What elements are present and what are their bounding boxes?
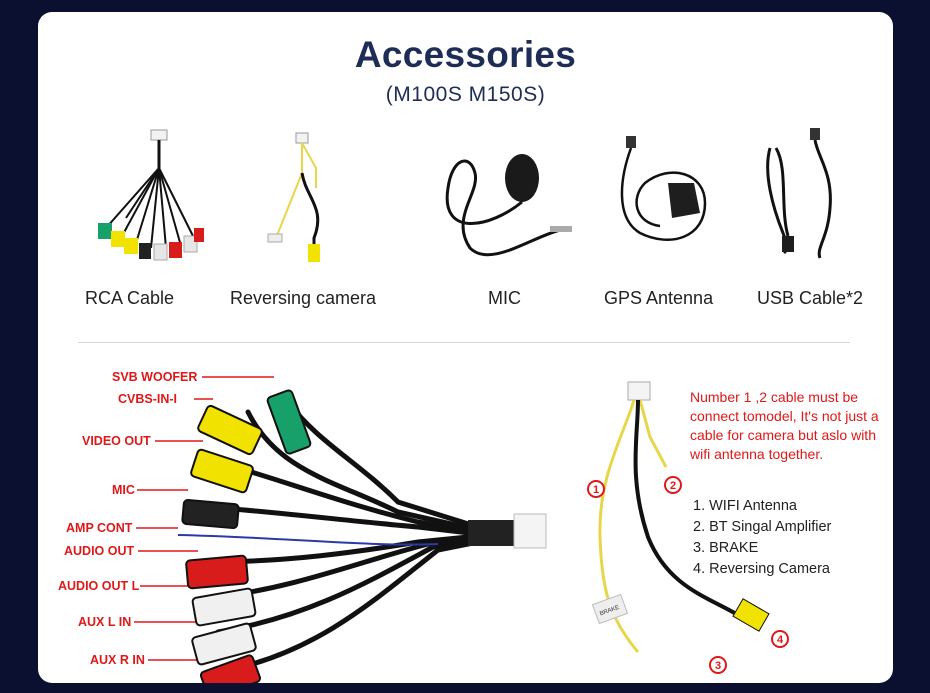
list-item: 2. BT Singal Amplifier xyxy=(693,519,832,535)
microphone-icon xyxy=(445,154,572,257)
rca-cable-icon xyxy=(98,129,204,261)
harness-label-aux-l-in: AUX L IN xyxy=(78,615,132,629)
harness-label-amp-cont: AMP CONT xyxy=(66,521,133,535)
harness-label-svb-woofer: SVB WOOFER xyxy=(112,370,198,384)
marker-4: 4 xyxy=(777,634,784,646)
harness-label-video-out: VIDEO OUT xyxy=(82,434,151,448)
product-label-gps: GPS Antenna xyxy=(604,288,714,308)
camera-cable-list: 1. WIFI Antenna 2. BT Singal Amplifier 3… xyxy=(693,496,831,580)
list-item: 3. BRAKE xyxy=(693,540,759,556)
harness-label-audio-out-l: AUDIO OUT L xyxy=(58,579,140,593)
product-label-mic: MIC xyxy=(488,288,521,308)
section-divider xyxy=(78,342,850,343)
camera-cable-diagram: 1 2 3 4 BRAKE xyxy=(587,381,789,674)
marker-1: 1 xyxy=(593,484,599,496)
list-item: 4. Reversing Camera xyxy=(693,561,830,577)
gps-antenna-icon xyxy=(620,136,707,241)
camera-cable-note: Number 1 ,2 cable must be connect tomode… xyxy=(690,389,879,462)
product-label-usb: USB Cable*2 xyxy=(757,288,864,308)
marker-2: 2 xyxy=(670,480,676,492)
product-label-camera: Reversing camera xyxy=(230,288,377,308)
harness-label-mic: MIC xyxy=(112,483,135,497)
rca-harness-diagram xyxy=(134,376,547,683)
product-label-rca: RCA Cable xyxy=(85,288,175,308)
harness-label-cvbs-in: CVBS-IN-I xyxy=(118,392,178,406)
harness-label-aux-r-in: AUX R IN xyxy=(90,653,145,667)
page-subtitle: (M100S M150S) xyxy=(385,83,546,106)
marker-3: 3 xyxy=(715,660,721,672)
accessories-card: Accessories (M100S M150S) RCA Cable Reve… xyxy=(38,12,893,683)
usb-cable-icon xyxy=(766,128,832,259)
harness-label-audio-out: AUDIO OUT xyxy=(64,544,135,558)
page-title: Accessories xyxy=(354,34,577,75)
reversing-camera-cable-icon xyxy=(267,132,320,262)
list-item: 1. WIFI Antenna xyxy=(693,498,797,514)
